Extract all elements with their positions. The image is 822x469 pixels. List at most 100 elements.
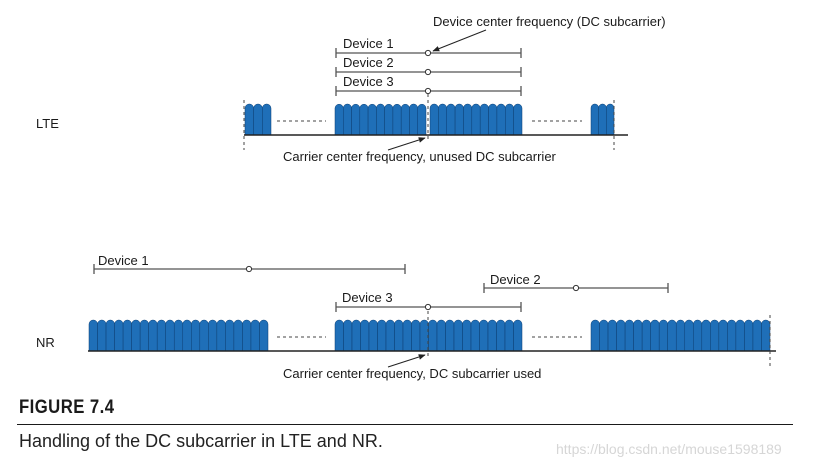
subcarrier [752, 319, 762, 352]
nr-device-1: Device 1 [93, 253, 406, 274]
subcarrier [377, 319, 387, 352]
figure-number: FIGURE 7.4 [19, 397, 115, 418]
subcarrier [650, 319, 660, 352]
subcarrier [233, 319, 243, 352]
subcarrier [684, 319, 694, 352]
subcarrier [693, 319, 703, 352]
subcarrier [658, 319, 668, 352]
subcarrier [253, 103, 263, 136]
subcarrier [616, 319, 626, 352]
subcarrier [463, 103, 473, 136]
subcarrier [667, 319, 677, 352]
subcarrier [139, 319, 149, 352]
subcarrier [479, 103, 489, 136]
subcarrier [122, 319, 132, 352]
subcarrier [351, 319, 361, 352]
nr-device-1-label: Device 1 [98, 253, 149, 268]
subcarrier [411, 319, 421, 352]
subcarrier [402, 319, 412, 352]
subcarrier [376, 103, 385, 136]
lte-device-3-center-marker [424, 87, 432, 95]
subcarrier [262, 103, 272, 136]
subcarrier [173, 319, 184, 352]
lte-device-1: Device 1 [335, 36, 522, 58]
subcarrier [607, 319, 617, 352]
subcarrier [216, 319, 226, 352]
figure-caption: Handling of the DC subcarrier in LTE and… [19, 431, 383, 451]
lte-device-1-center-marker [424, 49, 432, 57]
subcarrier [496, 319, 506, 352]
subcarrier [359, 103, 369, 136]
subcarrier [400, 103, 410, 136]
subcarrier [718, 319, 728, 352]
subcarrier [599, 319, 609, 352]
subcarrier [504, 319, 514, 352]
subcarrier [419, 319, 429, 352]
nr-carrier-annotation: Carrier center frequency, DC subcarrier … [283, 366, 541, 381]
subcarrier [259, 319, 269, 352]
lte-device-center-arrow [432, 29, 487, 52]
subcarrier [446, 103, 456, 136]
subcarrier [744, 319, 754, 352]
subcarrier [470, 319, 480, 352]
subcarrier [454, 103, 464, 136]
lte-subcarrier-group-center-right [429, 103, 523, 136]
lte-device-2: Device 2 [335, 55, 522, 77]
subcarrier [385, 319, 395, 352]
subcarrier [367, 103, 377, 136]
subcarrier [453, 319, 463, 352]
subcarrier [384, 103, 394, 136]
subcarrier [156, 319, 166, 352]
subcarrier [334, 103, 344, 136]
nr-device-3-label: Device 3 [342, 290, 393, 305]
nr-device-2-center-marker [572, 284, 580, 292]
subcarrier [513, 319, 523, 352]
subcarrier [244, 103, 254, 136]
subcarrier [105, 319, 115, 352]
subcarrier [360, 319, 370, 352]
subcarrier [429, 103, 439, 136]
lte-subcarrier-group-center-left [334, 103, 427, 136]
subcarrier [471, 103, 481, 136]
subcarrier [438, 103, 447, 136]
subcarrier [343, 319, 353, 352]
subcarrier [624, 319, 634, 352]
subcarrier [735, 319, 745, 352]
subcarrier [479, 319, 489, 352]
lte-device-3-label: Device 3 [343, 74, 394, 89]
subcarrier [250, 319, 260, 352]
subcarrier [417, 103, 427, 136]
nr-section: NR Device 1 Device 2 Device 3 [36, 253, 776, 381]
subcarrier [165, 319, 175, 352]
lte-carrier-center-arrow [387, 137, 426, 151]
lte-section: LTE Device 1 Device 2 [36, 14, 666, 164]
subcarrier [409, 103, 418, 136]
subcarrier [182, 319, 192, 352]
subcarrier [428, 319, 438, 352]
lte-device-2-label: Device 2 [343, 55, 394, 70]
subcarrier [394, 319, 404, 352]
lte-subcarrier-group-left [244, 103, 272, 136]
subcarrier [598, 103, 607, 136]
nr-carrier-center-arrow [387, 354, 426, 368]
nr-device-3: Device 3 [335, 290, 522, 312]
nr-device-1-center-marker [245, 265, 253, 273]
subcarrier [488, 103, 498, 136]
subcarrier [761, 319, 771, 352]
subcarrier [513, 103, 523, 136]
subcarrier [675, 319, 686, 352]
subcarrier [334, 319, 344, 352]
subcarrier [710, 319, 720, 352]
lte-carrier-annotation: Carrier center frequency, unused DC subc… [283, 149, 557, 164]
subcarrier [199, 319, 209, 352]
subcarrier [191, 319, 201, 352]
lte-device-2-center-marker [424, 68, 432, 76]
subcarrier [368, 319, 378, 352]
nr-row-label: NR [36, 335, 55, 350]
nr-device-2: Device 2 [483, 272, 669, 293]
subcarrier [462, 319, 472, 352]
lte-device-3: Device 3 [335, 74, 522, 96]
subcarrier [445, 319, 455, 352]
lte-row-label: LTE [36, 116, 59, 131]
subcarrier [392, 103, 402, 136]
